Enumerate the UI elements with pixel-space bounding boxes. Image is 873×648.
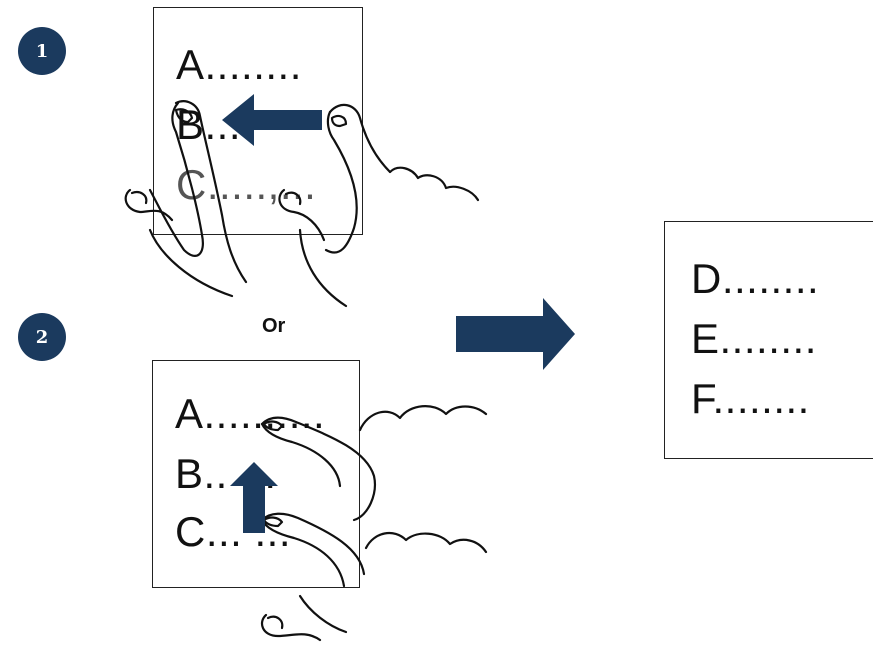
step-2-badge: 2	[18, 313, 66, 361]
result-line-f: F........	[691, 375, 810, 422]
result-card: D........ E........ F........	[664, 221, 873, 459]
step-1-hands-illustration	[124, 100, 480, 308]
result-line-d: D........	[691, 255, 820, 302]
arrow-right-icon	[456, 298, 575, 370]
step-1-badge: 1	[18, 27, 66, 75]
step-1-line-a: A........	[176, 41, 302, 88]
arrow-left-icon	[222, 94, 322, 146]
result-line-e: E........	[691, 315, 817, 362]
step-1-number: 1	[35, 40, 49, 62]
or-label: Or	[262, 315, 286, 337]
step-2-line-a: A..........	[175, 390, 326, 437]
step-2-hands-illustration	[260, 405, 488, 642]
step-2-number: 2	[35, 326, 49, 348]
step-1-line-c: C.....,...	[176, 161, 317, 208]
arrow-up-icon	[230, 462, 278, 533]
step-2-card: A.......... B.. ... C... ...	[152, 360, 360, 588]
